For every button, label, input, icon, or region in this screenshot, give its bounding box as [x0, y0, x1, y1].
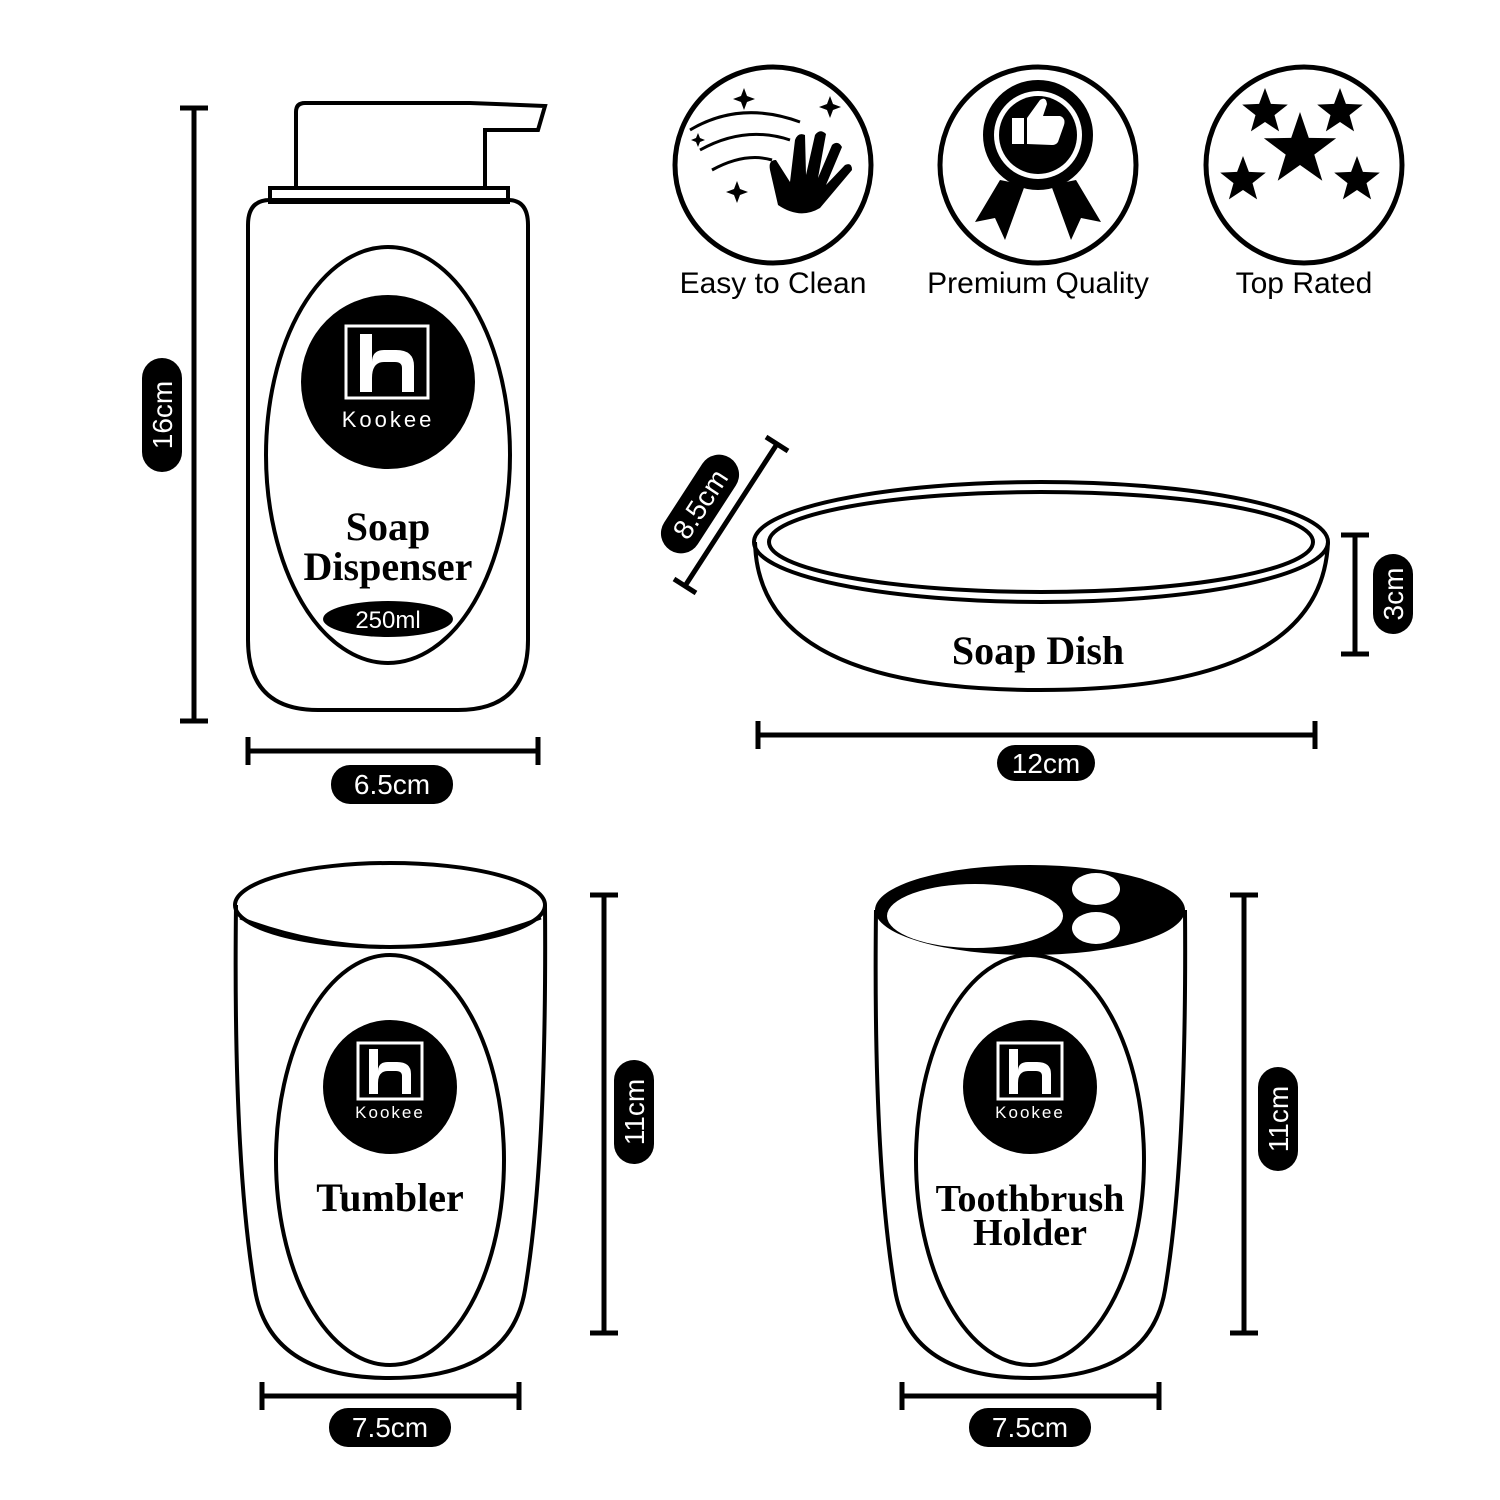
- product-name: Holder: [973, 1212, 1087, 1254]
- tumbler-body: [233, 904, 548, 1381]
- feature-label: Easy to Clean: [680, 267, 867, 300]
- pump-head: [268, 101, 548, 204]
- width-dimension: 12cm: [755, 721, 1318, 781]
- brand-name: Kookee: [355, 1103, 425, 1122]
- width-dimension: 6.5cm: [245, 737, 541, 804]
- capacity-badge: 250ml: [323, 601, 453, 637]
- feature-easy-to-clean: Easy to Clean: [672, 64, 874, 300]
- thumbs-up-badge-icon: [975, 80, 1101, 240]
- brand-logo: Kookee: [301, 295, 475, 469]
- star-shape: [1220, 156, 1266, 200]
- brand-name: Kookee: [342, 407, 435, 432]
- depth-dimension: 8.5cm: [660, 434, 790, 596]
- dimension-label: 11cm: [619, 1079, 650, 1145]
- height-dimension: 3cm: [1341, 532, 1413, 657]
- height-dimension: 11cm: [590, 892, 654, 1336]
- width-dimension: 7.5cm: [259, 1382, 522, 1447]
- height-dimension: 11cm: [1230, 892, 1298, 1336]
- dimension-label: 16cm: [147, 381, 178, 449]
- dimension-label: 7.5cm: [352, 1412, 428, 1443]
- dimension-label: 3cm: [1378, 568, 1409, 621]
- holder-top: [875, 865, 1185, 955]
- dimension-label: 11cm: [1263, 1086, 1294, 1152]
- soap-dispenser: Kookee Soap Dispenser 250ml 16cm 6.5cm: [142, 101, 548, 804]
- width-dimension: 7.5cm: [899, 1382, 1162, 1447]
- capacity-label: 250ml: [355, 607, 420, 634]
- star-shape: [1317, 88, 1363, 132]
- toothbrush-holder: Kookee Toothbrush Holder 11cm 7.5cm: [873, 865, 1298, 1447]
- star-shape: [1242, 88, 1288, 132]
- feature-label: Premium Quality: [927, 267, 1149, 300]
- product-name: Dispenser: [304, 544, 473, 589]
- brand-logo: Kookee: [323, 1020, 457, 1154]
- product-name: Tumbler: [316, 1175, 463, 1220]
- holder-body: [873, 909, 1188, 1381]
- stars-icon: [1220, 88, 1380, 200]
- brand-logo: Kookee: [963, 1020, 1097, 1154]
- clean-hand-icon: [689, 88, 852, 214]
- height-dimension: 16cm: [142, 105, 208, 724]
- tumbler: Kookee Tumbler 11cm 7.5cm: [233, 861, 654, 1447]
- product-name: Toothbrush: [936, 1178, 1125, 1220]
- product-name: Soap Dish: [952, 628, 1124, 673]
- star-shape: [1334, 156, 1380, 200]
- soap-dish: Soap Dish 8.5cm 3cm 12cm: [660, 434, 1413, 781]
- star-shape: [1263, 112, 1337, 181]
- product-name: Soap: [346, 504, 431, 549]
- feature-label: Top Rated: [1236, 267, 1373, 300]
- dimension-label: 6.5cm: [354, 769, 430, 800]
- dimension-label: 12cm: [1012, 748, 1080, 779]
- feature-top-rated: Top Rated: [1203, 64, 1405, 300]
- brand-name: Kookee: [995, 1103, 1065, 1122]
- dish-body: [753, 541, 1330, 693]
- dimension-label: 7.5cm: [992, 1412, 1068, 1443]
- dispenser-body: [246, 198, 530, 712]
- feature-premium-quality: Premium Quality: [927, 64, 1149, 300]
